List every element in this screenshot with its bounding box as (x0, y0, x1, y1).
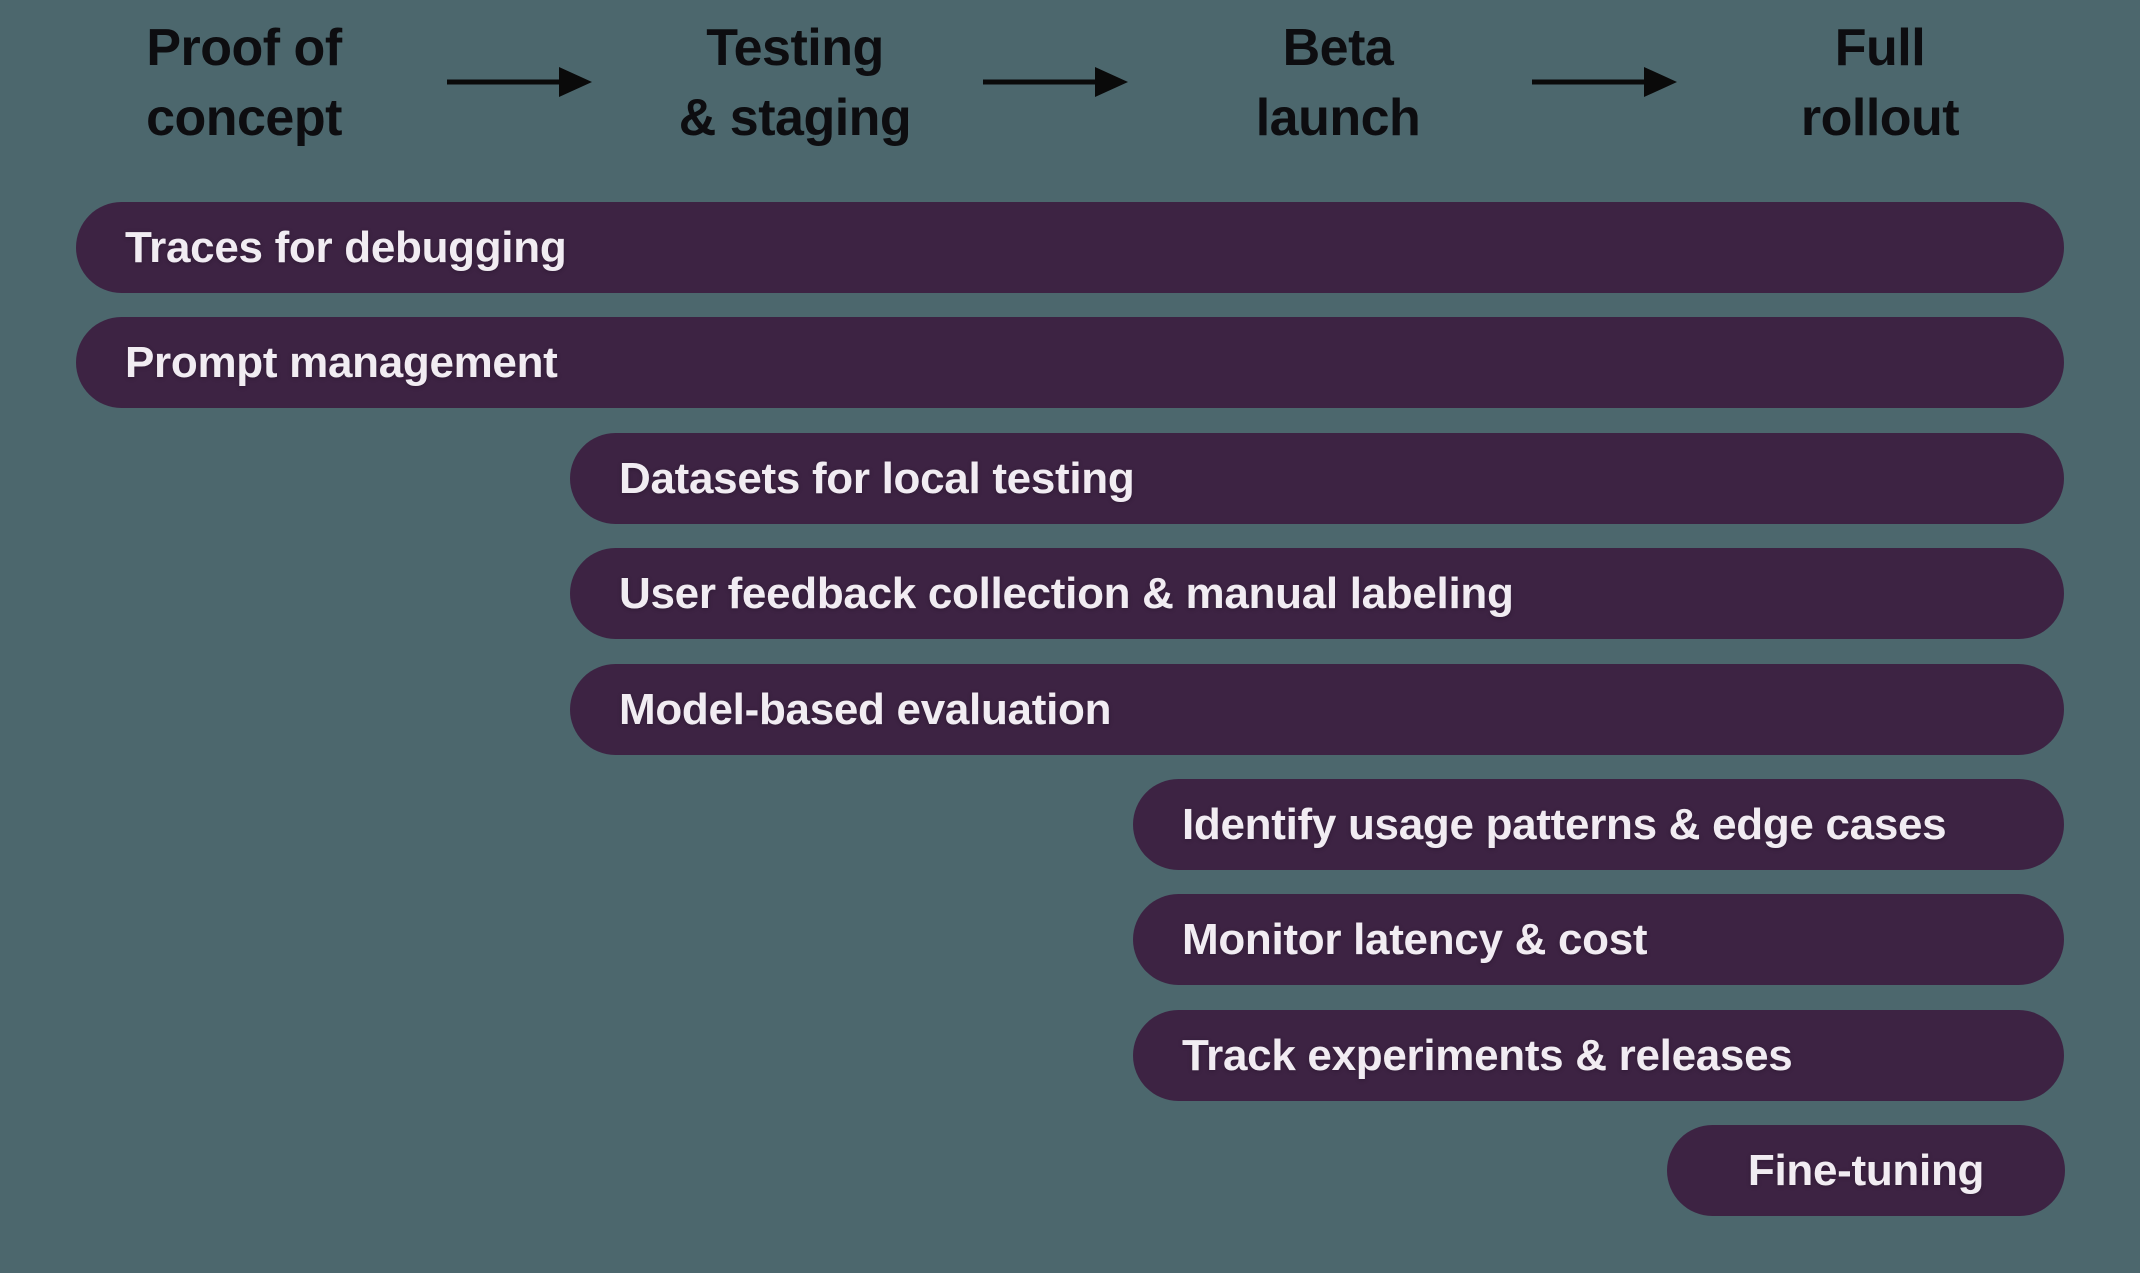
bar-label: Fine-tuning (1747, 1145, 1985, 1195)
bar-label: Prompt management (125, 337, 558, 387)
arrow-right-icon (1532, 67, 1677, 97)
bar-prompt-management: Prompt management (76, 317, 2064, 408)
stage-label-line: & staging (678, 89, 912, 147)
bar-label: Monitor latency & cost (1182, 914, 1648, 964)
bar-fine-tuning: Fine-tuning (1667, 1125, 2065, 1216)
stage-label-line: Beta (1282, 19, 1394, 77)
stage-header-testing-staging: Testing & staging (678, 13, 912, 153)
bar-monitor-latency-cost: Monitor latency & cost (1133, 894, 2064, 985)
bar-track-experiments-releases: Track experiments & releases (1133, 1010, 2064, 1101)
stage-header-beta-launch: Beta launch (1256, 13, 1421, 153)
stage-label-line: Full (1834, 19, 1926, 77)
bar-label: Track experiments & releases (1182, 1030, 1793, 1080)
bar-label: Traces for debugging (125, 222, 567, 272)
bar-label: Datasets for local testing (619, 453, 1135, 503)
bar-label: Model-based evaluation (619, 684, 1112, 734)
stage-header-full-rollout: Full rollout (1800, 13, 1960, 153)
bar-user-feedback-collection: User feedback collection & manual labeli… (570, 548, 2064, 639)
stage-label-line: rollout (1800, 89, 1960, 147)
bar-datasets-for-local-testing: Datasets for local testing (570, 433, 2064, 524)
stage-label-line: concept (146, 89, 342, 147)
bar-label: User feedback collection & manual labeli… (619, 568, 1514, 618)
arrow-right-icon (447, 67, 592, 97)
bar-label: Identify usage patterns & edge cases (1182, 799, 1947, 849)
stage-label-line: Testing (706, 19, 884, 77)
bar-traces-for-debugging: Traces for debugging (76, 202, 2064, 293)
stage-label-line: Proof of (146, 19, 342, 77)
stage-label-line: launch (1255, 89, 1421, 147)
bar-model-based-evaluation: Model-based evaluation (570, 664, 2064, 755)
arrow-right-icon (983, 67, 1128, 97)
bar-identify-usage-patterns: Identify usage patterns & edge cases (1133, 779, 2064, 870)
stage-header-proof-of-concept: Proof of concept (146, 13, 342, 153)
